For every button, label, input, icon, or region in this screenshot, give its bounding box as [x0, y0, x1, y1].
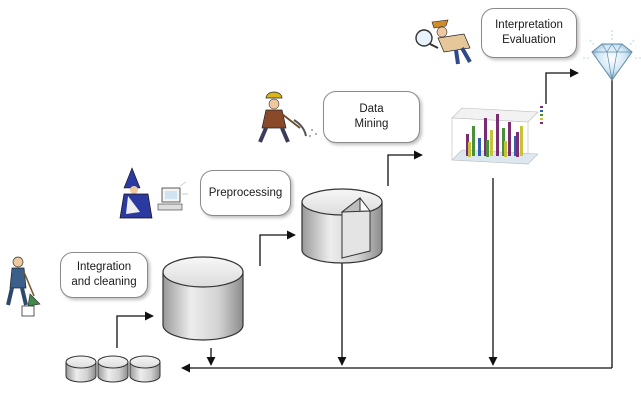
- feedback-flow-lines: [181, 80, 613, 373]
- knowledge-diamond: [583, 30, 641, 81]
- source-db-cylinder: [97, 355, 129, 383]
- data-mining-label: Data Mining: [323, 91, 420, 143]
- patterns-chart: [451, 106, 543, 165]
- worker-with-broom-figure: [6, 256, 41, 317]
- data-warehouse-cylinder: [162, 256, 244, 341]
- detective-with-magnifier-figure: [415, 19, 472, 65]
- source-db-cylinder: [65, 355, 97, 383]
- prepared-data-cheese: [301, 188, 383, 264]
- integration-and-cleaning-label: Integration and cleaning: [60, 252, 148, 298]
- chart-bars: [466, 114, 523, 157]
- source-databases: [65, 355, 161, 383]
- chart-legend: [540, 106, 543, 124]
- interpretation-evaluation-label: Interpretation Evaluation: [481, 8, 577, 58]
- source-db-cylinder: [129, 355, 161, 383]
- preprocessing-label: Preprocessing: [200, 170, 291, 216]
- wizard-at-computer-figure: [119, 167, 188, 219]
- step-arrows: [116, 68, 579, 348]
- miner-with-pickaxe-figure: [258, 91, 317, 143]
